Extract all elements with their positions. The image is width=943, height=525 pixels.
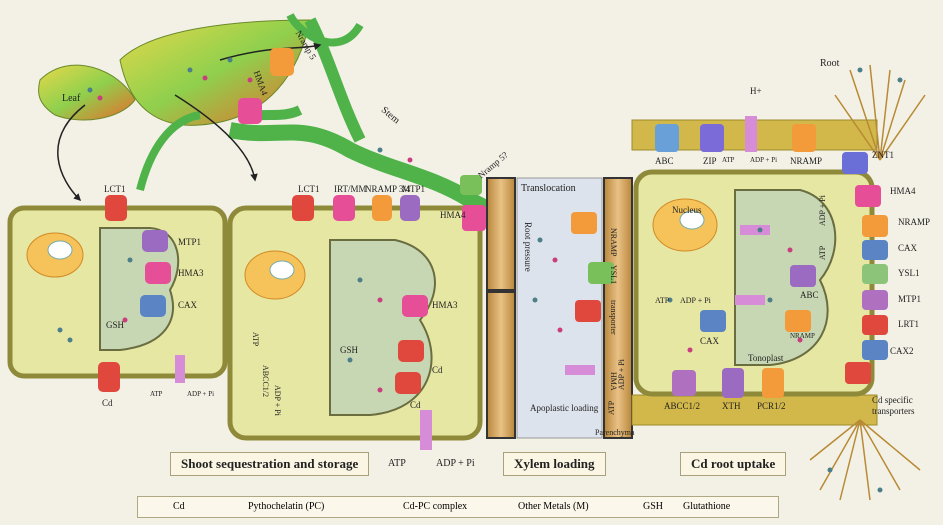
legend-glutathione: Glutathione [683,501,730,512]
cax-r-label: CAX [898,243,917,253]
xth-label: XTH [722,401,741,411]
hma3-b-label: HMA3 [432,300,458,310]
lct1-b-label: LCT1 [298,184,320,194]
mtp1-a-label: MTP1 [178,237,201,247]
legend-other: Other Metals (M) [518,501,589,512]
atp-ab-label: ATP [251,332,260,346]
cax-in-label: CAX [700,336,719,346]
adp-b-label: ADP + Pi [436,458,475,469]
atp-x-label: ATP [607,401,616,415]
hma4-stem-label: HMA4 [440,210,466,220]
legend-pc: Pythochelatin (PC) [248,501,324,512]
h-plus-label: H+ [750,86,762,96]
section-shoot-title: Shoot sequestration and storage [170,452,369,476]
root-pressure-label: Root pressure [523,222,533,272]
adp-in2-label: ADP + Pi [818,195,827,226]
shoot-cell-1 [10,208,225,376]
lct1-a-label: LCT1 [104,184,126,194]
adp-x-label: ADP + Pi [617,359,626,390]
znt1-label: ZNT1 [872,150,894,160]
parenchyma-label: Parenchyma [595,428,635,437]
legend-gsh: GSH [643,501,663,512]
abcc12-r-label: ABCC1/2 [664,401,700,411]
gsh-a-label: GSH [106,320,124,330]
hma4-r-label: HMA4 [890,186,916,196]
atp-b-label: ATP [388,458,406,469]
legend-cdpc: Cd-PC complex [403,501,467,512]
atp-a-label: ATP [150,390,162,398]
section-root-uptake-title: Cd root uptake [680,452,786,476]
tonoplast-label: Tonoplast [748,353,783,363]
lrt1-r-label: LRT1 [898,319,919,329]
cd-b1-label: Cd [432,365,443,375]
mtp1-r-label: MTP1 [898,294,921,304]
section-xylem-title: Xylem loading [503,452,606,476]
irt-label: IRT/MM [334,184,366,194]
root-hairs-bottom [810,420,920,500]
adp-top-label: ADP + Pi [750,156,777,164]
legend: Cd Pythochelatin (PC) Cd-PC complex Othe… [137,496,779,518]
leaf-small [39,65,135,120]
abc-top-label: ABC [655,156,674,166]
abcc12-b-label: ABCC1/2 [261,365,270,397]
cd-specific-label: Cd specific transporters [872,395,937,417]
atp-in-label: ATP [655,296,669,305]
cd-b2-label: Cd [410,400,421,410]
cax-a-label: CAX [178,300,197,310]
gsh-b-label: GSH [340,345,358,355]
zip-top-label: ZIP [703,156,717,166]
leaf-label: Leaf [62,93,80,104]
atp-top-label: ATP [722,156,734,164]
ysl-x-label: YSL1 [609,265,618,284]
transporter-x-label: transporter [609,300,618,335]
adp-ab-label: ADP + Pi [273,385,282,416]
nramp-x-label: NRAMP [609,228,618,256]
nramp-r-label: NRAMP [898,217,930,227]
ysl1-r-label: YSL1 [898,268,920,278]
nramp-in-label: NRAMP [790,332,815,340]
translocation-label: Translocation [521,183,576,194]
adp-in-label: ADP + Pi [680,296,711,305]
pcr12-label: PCR1/2 [757,401,786,411]
shoot-cell-2 [230,208,480,438]
adp-a-label: ADP + Pi [187,390,214,398]
nucleus-label: Nucleus [672,205,702,215]
cd-a-label: Cd [102,398,113,408]
apoplastic-label: Apoplastic loading [530,403,598,413]
root-label: Root [820,58,839,69]
mtp1-b-label: MTP1 [402,184,425,194]
legend-cd: Cd [173,501,185,512]
hma3-a-label: HMA3 [178,268,204,278]
cax2-r-label: CAX2 [890,346,914,356]
nramp-top-label: NRAMP [790,156,822,166]
atp-in2-label: ATP [818,246,827,260]
abc-in-label: ABC [800,290,819,300]
hma-x-label: HMA [609,372,618,391]
